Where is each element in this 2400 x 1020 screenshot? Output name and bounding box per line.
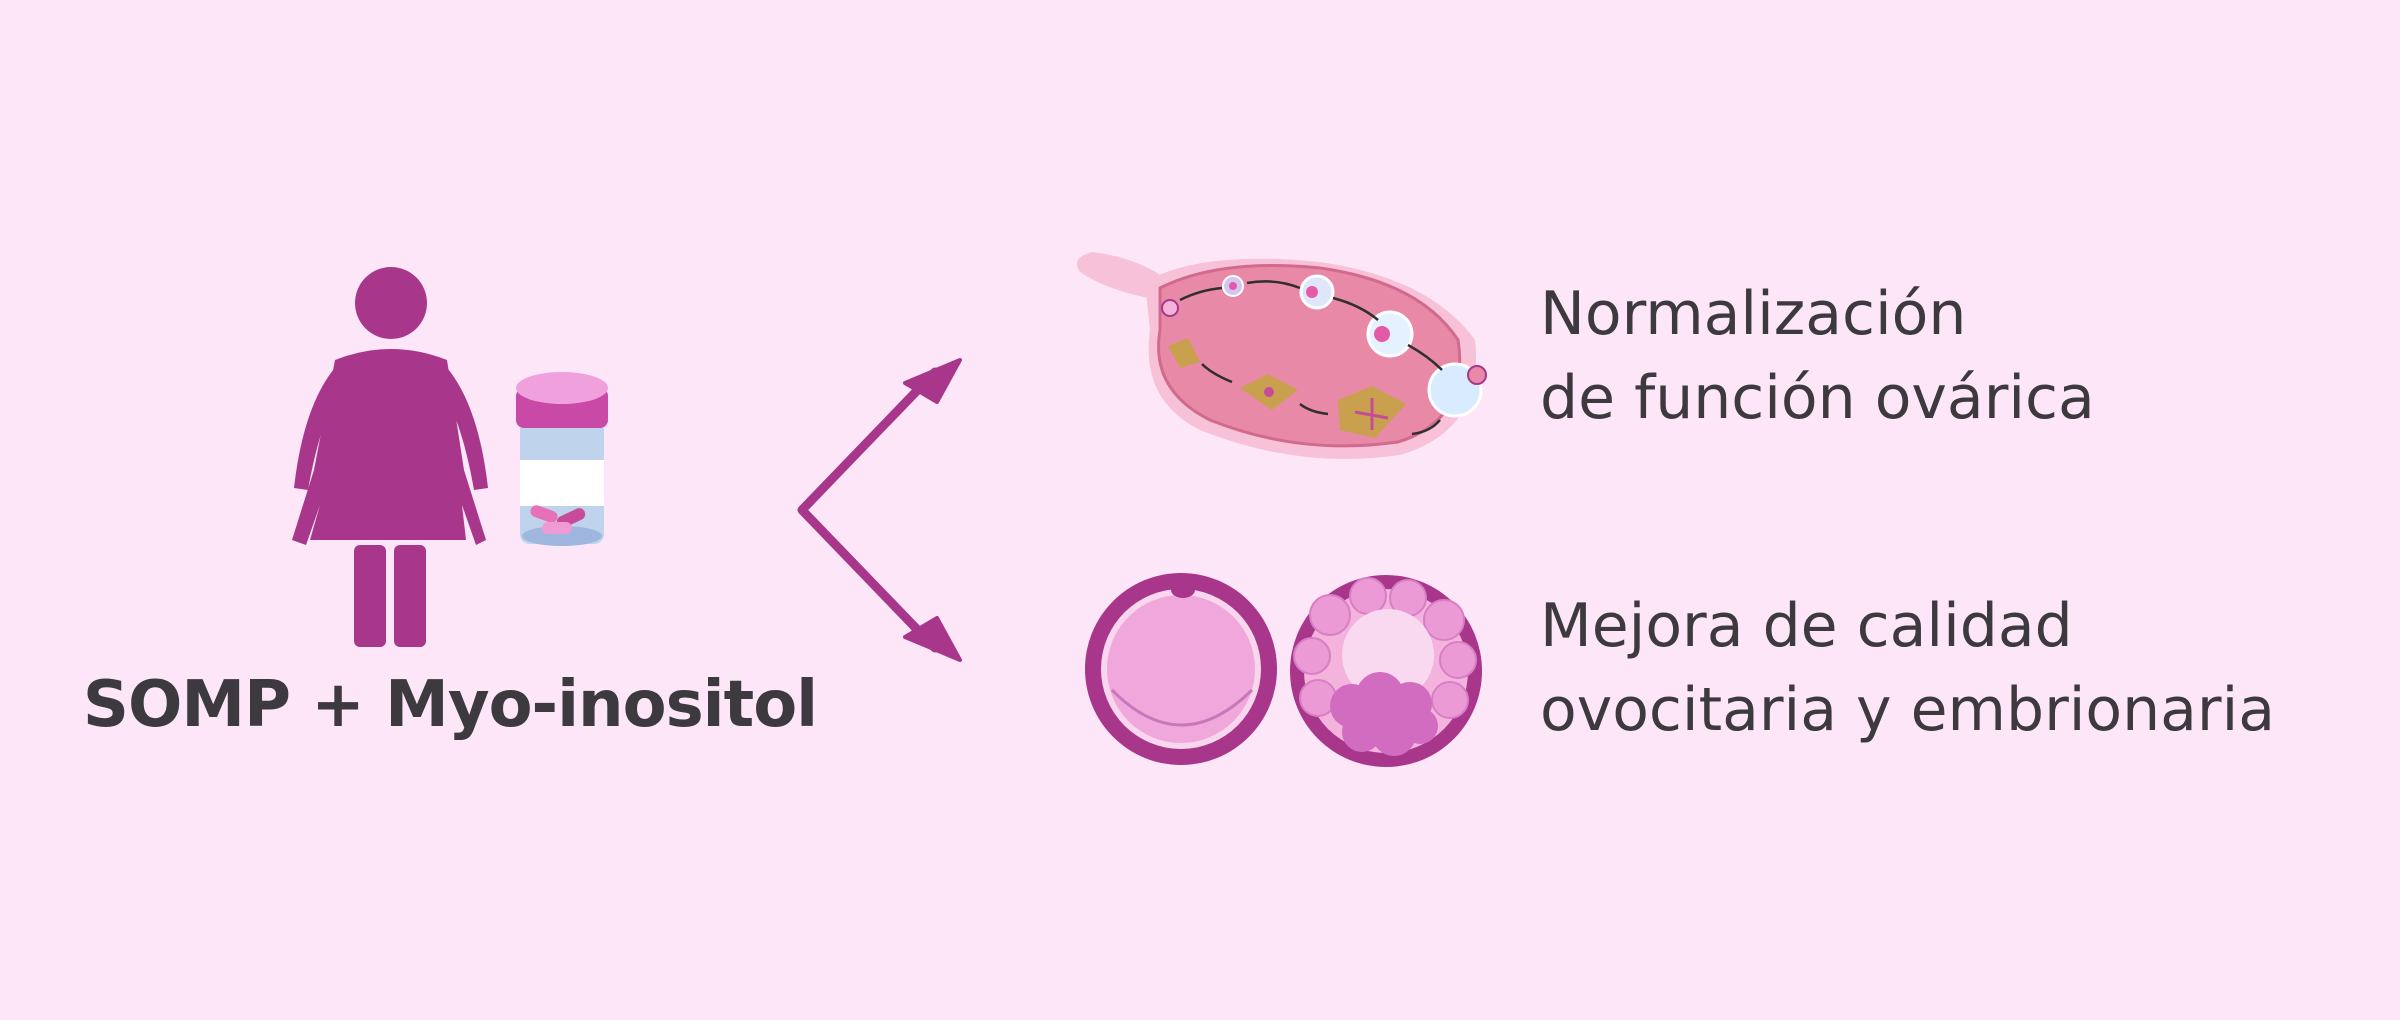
- branch-arrow-icon: [797, 358, 962, 662]
- outcome-line: Mejora de calidad: [1540, 591, 2073, 661]
- pill-bottle-icon: [516, 372, 608, 546]
- main-label: SOMP + Myo-inositol: [82, 668, 818, 742]
- outcome-ovarian-function: Normalización de función ovárica: [1540, 272, 2095, 440]
- outcome-line: Normalización: [1540, 279, 1967, 349]
- outcome-line: de función ovárica: [1540, 363, 2095, 433]
- outcome-line: ovocitaria y embrionaria: [1540, 675, 2276, 745]
- ovary-cycle-icon: [1076, 252, 1487, 460]
- woman-icon: [292, 267, 488, 647]
- oocyte-icon: [1085, 573, 1277, 765]
- outcome-oocyte-quality: Mejora de calidad ovocitaria y embrionar…: [1540, 584, 2275, 752]
- embryo-icon: [1290, 575, 1482, 767]
